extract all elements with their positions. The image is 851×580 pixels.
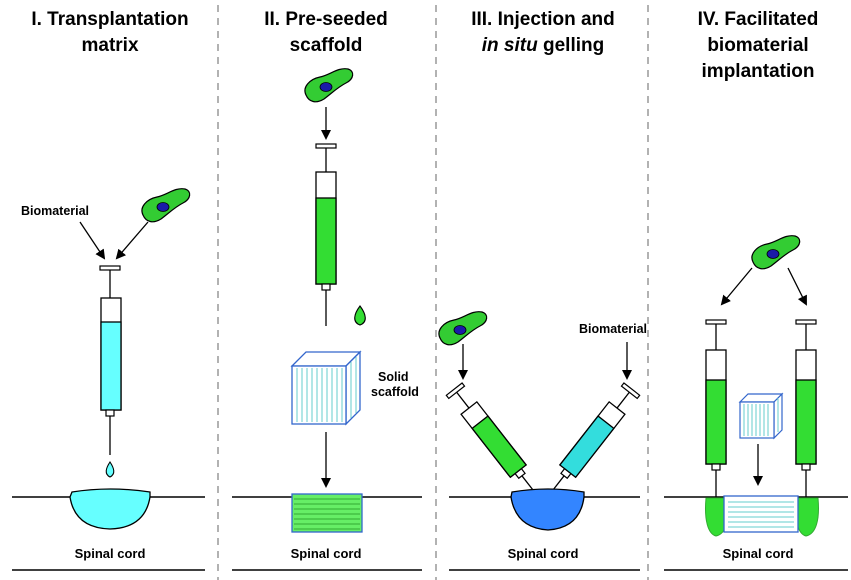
syringe-icon [315, 143, 337, 326]
panel-4-title-line-2: biomaterial [707, 35, 808, 56]
panel-2-title-line-1: II. Pre-seeded [264, 9, 388, 30]
syringe-icon-right [552, 382, 641, 491]
panel-1-title-line-2: matrix [81, 35, 138, 56]
panel-4-title-line-1: IV. Facilitated [698, 9, 819, 30]
cell-arrow-right [787, 267, 807, 306]
cell-arrow [115, 221, 149, 260]
syringe-icon-left [445, 382, 534, 491]
panel-1-title-line-1: I. Transplantation [31, 9, 188, 30]
syringe-icon [99, 265, 122, 455]
panel-1-biomaterial-label: Biomaterial [21, 204, 89, 218]
italic-term: in situ [482, 35, 538, 56]
panel-1: I. Transplantation matrix Biomaterial Sp… [12, 9, 205, 571]
panel-3: III. Injection and in situ gelling Bioma… [438, 9, 647, 571]
title-suffix: gelling [538, 35, 605, 56]
lesion-fill [69, 488, 151, 530]
panel-2: II. Pre-seeded scaffold [232, 9, 422, 571]
panel-2-title-line-2: scaffold [290, 35, 363, 56]
panel-4-cord-label: Spinal cord [723, 546, 794, 561]
panel-4-title-line-3: implantation [702, 61, 815, 82]
stem-cell-icon [438, 311, 488, 346]
implanted-scaffold [723, 495, 799, 533]
stem-cell-icon [141, 188, 191, 223]
panel-3-biomaterial-label: Biomaterial [579, 322, 647, 336]
implanted-scaffold [291, 493, 363, 533]
panel-2-cord-label: Spinal cord [291, 546, 362, 561]
panel-4: IV. Facilitated biomaterial implantation [664, 9, 848, 571]
solid-scaffold-cube [290, 350, 362, 426]
scaffold-label-line-2: scaffold [371, 385, 419, 399]
syringe-icon-right [795, 319, 817, 500]
scaffold-cube [738, 392, 784, 440]
panel-3-title-line-2: in situ gelling [482, 35, 604, 56]
stem-cell-icon [304, 68, 354, 103]
in-situ-gel [510, 488, 585, 531]
cell-droplet [354, 305, 366, 326]
biomaterial-arrow [79, 221, 106, 260]
panel-3-cord-label: Spinal cord [508, 546, 579, 561]
syringe-icon-left [705, 319, 727, 500]
biomaterial-droplet [105, 461, 115, 478]
scaffold-label-line-1: Solid [378, 370, 409, 384]
panel-1-cord-label: Spinal cord [75, 546, 146, 561]
panel-3-title-line-1: III. Injection and [471, 9, 615, 30]
stem-cell-icon [751, 235, 801, 270]
cell-arrow-left [720, 267, 753, 306]
cell-plug-right [795, 497, 819, 537]
